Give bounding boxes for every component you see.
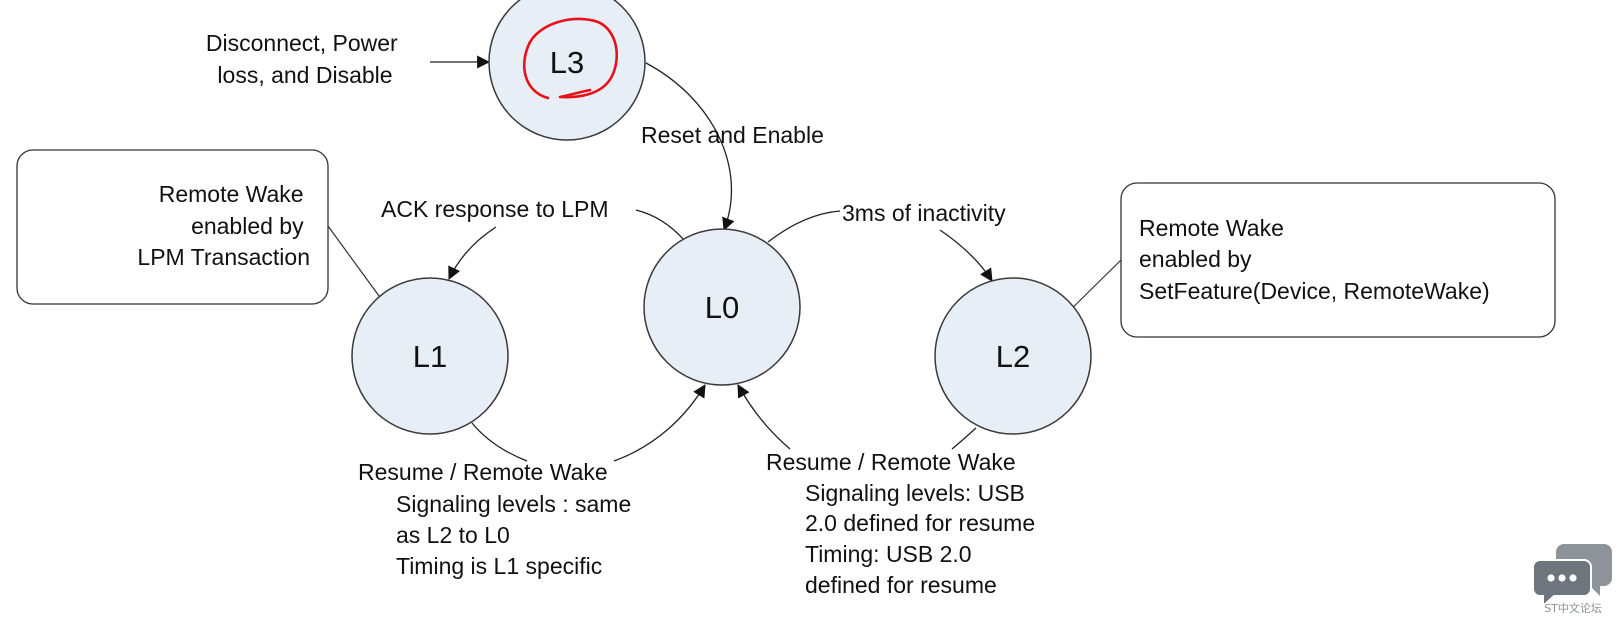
edge-label-l2-line-2: Signaling levels: USB [805,480,1025,506]
edge-l0-to-l1-part2 [448,226,497,280]
edge-label-l0-to-l2: 3ms of inactivity [842,200,1006,226]
callout-l1-line-1: Remote Wake [159,181,304,207]
callout-l1-line-2: enabled by [191,213,304,239]
svg-text:Remote Wake enabled by: Remote Wake enabled by SetFeature(Device… [1139,215,1490,304]
red-annotation-circle [522,17,619,100]
callout-l2-line-1: Remote Wake [1139,215,1284,241]
callout-l2: Remote Wake enabled by SetFeature(Device… [1051,182,1556,338]
node-l1: L1 [351,277,509,435]
edge-l0-to-l2-part2 [939,229,993,282]
edge-label-l2-line-5: defined for resume [805,572,997,598]
watermark-text: ST中文论坛 [1544,602,1602,615]
edge-l1-to-l0-part1 [471,422,528,462]
edge-l2-to-l0-part2 [737,384,791,450]
node-l0: L0 [643,228,801,386]
edge-label-entry-line-2: loss, and Disable [217,62,392,88]
edge-label-entry-line-1: Disconnect, Power [206,30,398,56]
node-l2: L2 [934,277,1092,435]
edge-label-l1-to-l0: Resume / Remote Wake Signaling levels : … [358,459,638,579]
node-l3: L3 [488,0,646,141]
edge-label-entry-to-l3: Disconnect, Power loss, and Disable [206,30,404,88]
edge-label-l1-line-1: Resume / Remote Wake [358,459,608,485]
node-l3-label: L3 [550,45,584,80]
edge-l3-to-l0 [645,62,735,232]
edge-l0-to-l2-part1 [767,210,841,243]
edge-label-l2-line-4: Timing: USB 2.0 [805,541,972,567]
node-l0-label: L0 [705,290,739,325]
callout-l1: Remote Wake enabled by LPM Transaction [16,149,399,323]
edge-label-l1-line-3: as L2 to L0 [396,522,510,548]
edge-label-l1-line-4: Timing is L1 specific [396,553,602,579]
svg-text:Remote Wake enabled by: Remote Wake enabled by LPM Transaction [137,181,310,270]
edge-l1-to-l0-part2 [613,384,706,462]
callout-l2-line-2: enabled by [1139,246,1252,272]
callout-l2-line-3: SetFeature(Device, RemoteWake) [1139,278,1490,304]
edge-label-l2-line-3: 2.0 defined for resume [805,510,1035,536]
edge-label-l2-line-1: Resume / Remote Wake [766,449,1016,475]
edge-label-l1-line-2: Signaling levels : same [396,491,631,517]
node-l2-label: L2 [996,339,1030,374]
edge-l2-to-l0-part1 [951,427,977,450]
edge-l0-to-l1-part1 [635,209,685,241]
node-l1-label: L1 [413,339,447,374]
chat-bubbles-icon [1534,544,1612,609]
edge-label-l3-to-l0: Reset and Enable [641,122,824,148]
edge-label-l2-to-l0: Resume / Remote Wake Signaling levels: U… [766,449,1042,598]
edge-label-l0-to-l1: ACK response to LPM [381,196,609,222]
callout-l1-line-3: LPM Transaction [137,244,310,270]
